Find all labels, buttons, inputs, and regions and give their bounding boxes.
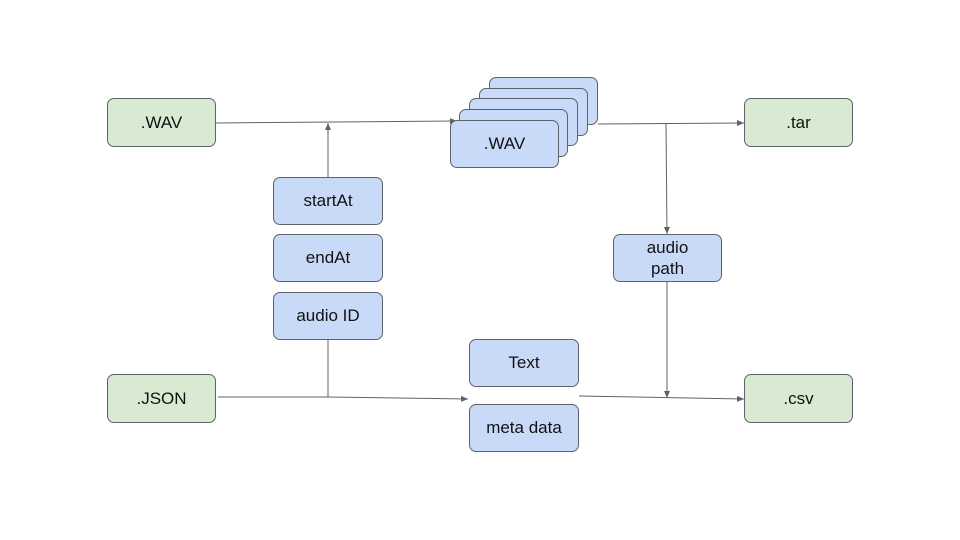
arrow-json-to-text-meta (327, 395, 469, 402)
tar-output-node: .tar (744, 98, 853, 147)
arrow-branch-to-audio-path (663, 122, 670, 235)
wav-input-node: .WAV (107, 98, 216, 147)
meta-data-label: meta data (486, 418, 562, 438)
wav-segments-node: .WAV (450, 120, 559, 168)
audio-path-node: audio path (613, 234, 722, 282)
arrow-text-meta-to-csv (578, 395, 745, 402)
audio-path-label-line2: path (650, 259, 685, 278)
csv-output-label: .csv (783, 388, 814, 408)
json-input-node: .JSON (107, 374, 216, 423)
end-at-node: endAt (273, 234, 383, 282)
wav-input-label: .WAV (140, 112, 183, 132)
meta-data-node: meta data (469, 404, 579, 452)
start-at-node: startAt (273, 177, 383, 225)
csv-output-node: .csv (744, 374, 853, 423)
audio-id-node: audio ID (273, 292, 383, 340)
audio-path-label-line1: audio (646, 237, 689, 257)
arrow-segments-to-tar (597, 120, 745, 127)
audio-path-label: audio path (647, 237, 689, 280)
text-node: Text (469, 339, 579, 387)
text-label: Text (508, 353, 540, 373)
start-at-label: startAt (303, 191, 353, 211)
json-input-label: .JSON (136, 388, 187, 408)
arrow-wav-to-segments (215, 118, 458, 125)
tar-output-label: .tar (786, 112, 811, 132)
end-at-label: endAt (305, 248, 351, 268)
audio-id-label: audio ID (296, 306, 360, 326)
wav-segments-label: .WAV (483, 134, 526, 154)
